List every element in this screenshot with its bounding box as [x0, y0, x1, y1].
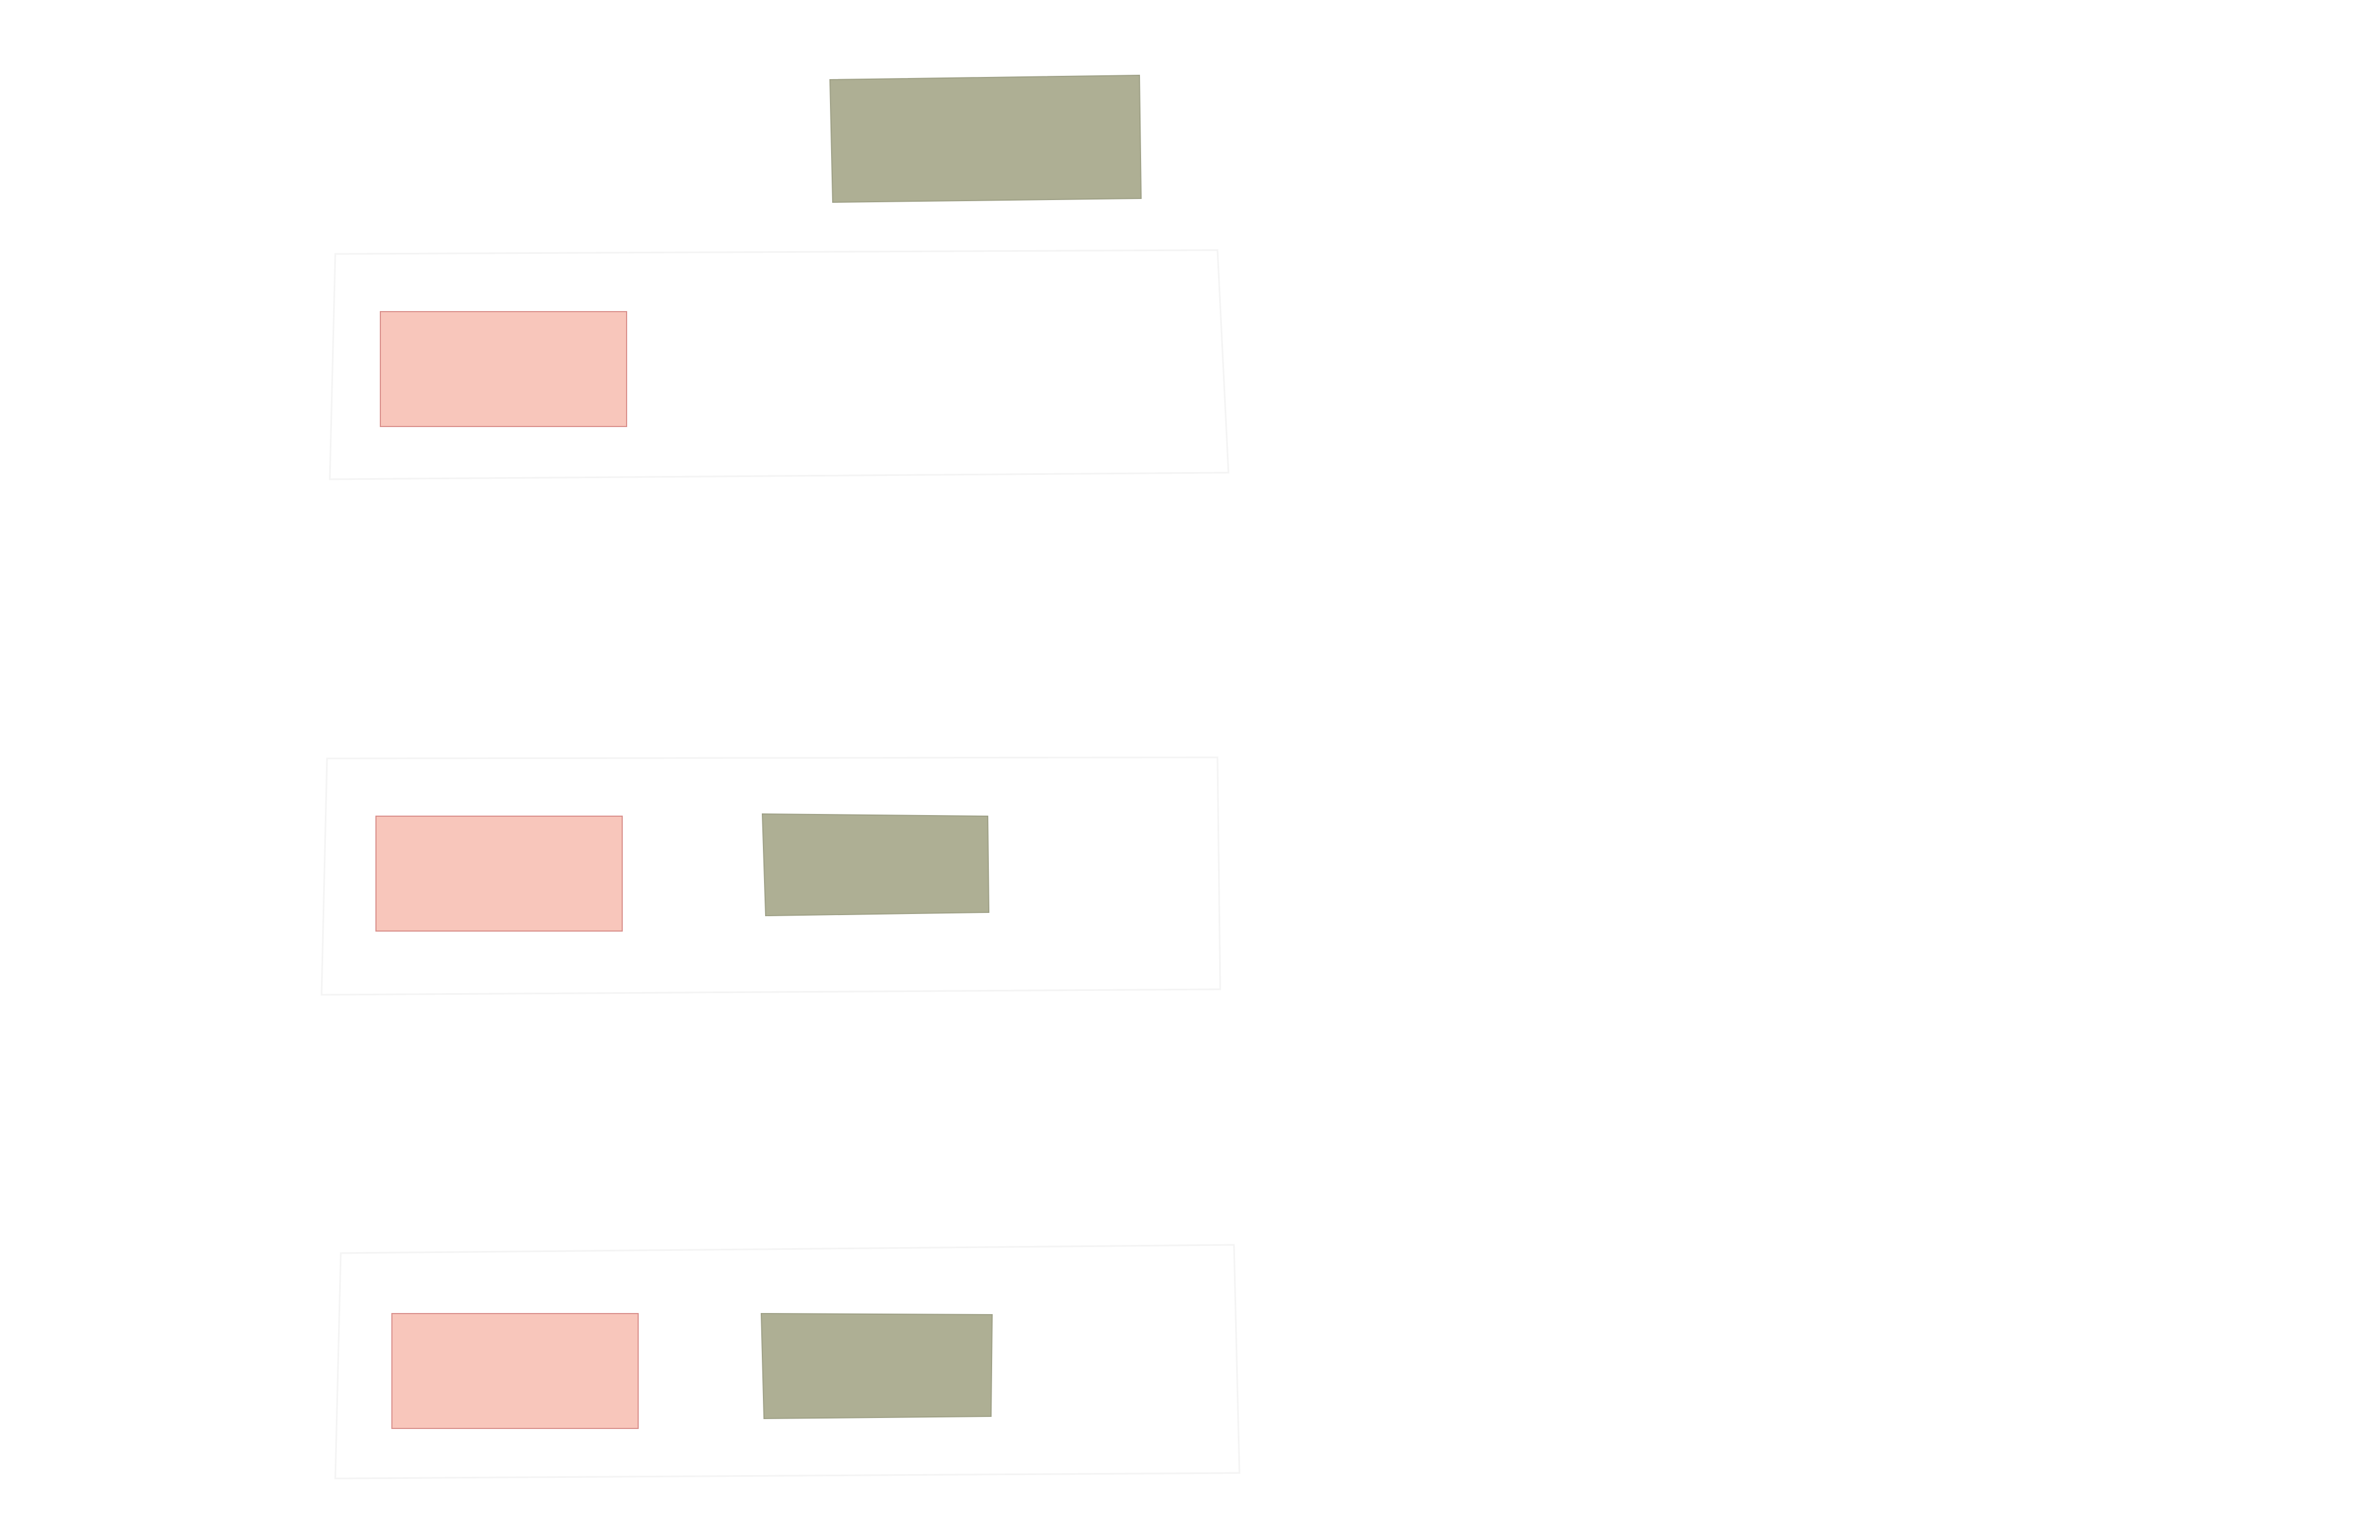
group-2-olive-node [761, 813, 990, 917]
group-3-container [334, 1244, 1241, 1480]
group-2-pink-node [375, 816, 623, 932]
group-2-frame [320, 756, 1221, 996]
group-1-container [329, 249, 1230, 480]
group-3-frame [334, 1244, 1241, 1480]
group-3-pink-node [391, 1313, 639, 1429]
group-2-container [320, 756, 1221, 996]
group-3-olive-node [760, 1312, 993, 1420]
group-1-frame [329, 249, 1230, 480]
group-1-pink-node [380, 311, 627, 427]
top-node [829, 74, 1142, 203]
